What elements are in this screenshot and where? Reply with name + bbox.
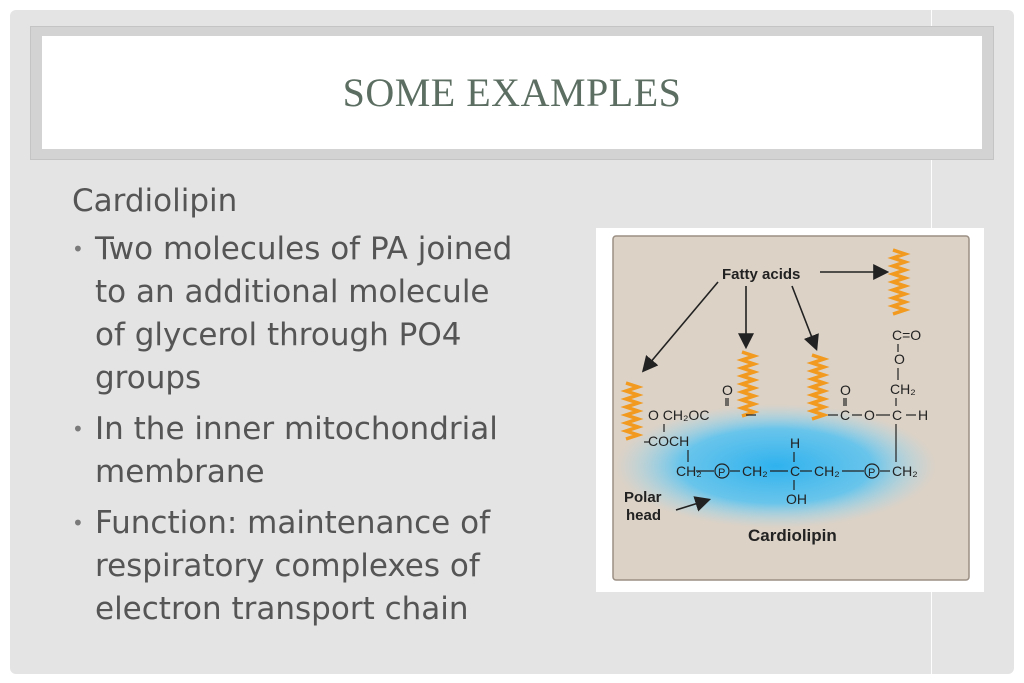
bullet-dot-icon: •: [72, 511, 84, 535]
chem-h-center: H: [790, 435, 800, 451]
content-heading: Cardiolipin: [72, 183, 238, 219]
arrow-fatty-acid-1: [641, 281, 719, 373]
bullet-line: groups: [95, 360, 202, 396]
phosphate-1-icon: [714, 463, 730, 479]
chem-ch2-mid1: CH₂: [742, 463, 768, 479]
bullet-line: membrane: [95, 454, 265, 490]
chem-p1: P: [718, 467, 725, 479]
bullet-item: • Two molecules of PA joined to an addit…: [72, 228, 582, 400]
bullet-line: to an additional molecule: [95, 274, 490, 310]
title-box: SOME EXAMPLES: [42, 36, 982, 149]
chemical-structure: O O CH₂OC COCH CH₂ P CH₂ H C OH CH₂ P CH…: [648, 327, 928, 507]
slide-content: Cardiolipin • Two molecules of PA joined…: [72, 178, 582, 639]
chem-coch: COCH: [648, 433, 689, 449]
bullet-item: • Function: maintenance of respiratory c…: [72, 502, 582, 631]
chem-h-glyc: H: [918, 407, 928, 423]
chem-ch2-top: CH₂: [890, 381, 916, 397]
chem-co-top: C=O: [892, 327, 921, 343]
polar-label: Polar: [624, 489, 662, 506]
fatty-acids-label: Fatty acids: [722, 266, 800, 283]
cardiolipin-diagram: Fatty acids Polar head Cardiolipin O O C…: [612, 235, 970, 581]
chem-o-top1: O: [722, 382, 733, 398]
arrow-fatty-acid-3: [791, 285, 819, 351]
fatty-acid-chain-3: [806, 353, 830, 421]
fatty-acid-chain-1: [620, 381, 644, 441]
fatty-acid-chain-4: [887, 248, 911, 316]
bullet-item: • In the inner mitochondrial membrane: [72, 408, 582, 494]
bullet-line: Function: maintenance of: [95, 505, 490, 541]
bond-lines: [644, 344, 916, 490]
bullet-line: of glycerol through PO4: [95, 317, 462, 353]
bullet-list: • Two molecules of PA joined to an addit…: [72, 228, 582, 631]
chem-o-link: O: [864, 407, 875, 423]
chem-o-ester: O: [894, 351, 905, 367]
chem-p2: P: [868, 467, 875, 479]
chem-ch2-right: CH₂: [892, 463, 918, 479]
phosphate-2-icon: [864, 463, 880, 479]
cardiolipin-label: Cardiolipin: [748, 526, 837, 545]
chem-oh-center: OH: [786, 491, 807, 507]
bullet-line: Two molecules of PA joined: [95, 231, 513, 267]
bullet-line: electron transport chain: [95, 591, 469, 627]
fatty-acid-chain-2: [736, 350, 760, 418]
head-label: head: [626, 507, 661, 524]
bullet-dot-icon: •: [72, 237, 84, 261]
chem-ch2-left: CH₂: [676, 463, 702, 479]
chem-ch2oc: O CH₂OC: [648, 407, 709, 423]
arrow-polar-head: [675, 496, 712, 512]
chem-c-glyc: C: [892, 407, 902, 423]
bullet-line: respiratory complexes of: [95, 548, 480, 584]
chem-ch2-mid2: CH₂: [814, 463, 840, 479]
bullet-line: In the inner mitochondrial: [95, 411, 498, 447]
chem-c-right: C: [840, 407, 850, 423]
chem-c-center: C: [790, 463, 800, 479]
slide-title: SOME EXAMPLES: [342, 70, 682, 115]
chem-o-top2: O: [840, 382, 851, 398]
cardiolipin-figure: Fatty acids Polar head Cardiolipin O O C…: [596, 228, 984, 592]
bullet-dot-icon: •: [72, 417, 84, 441]
